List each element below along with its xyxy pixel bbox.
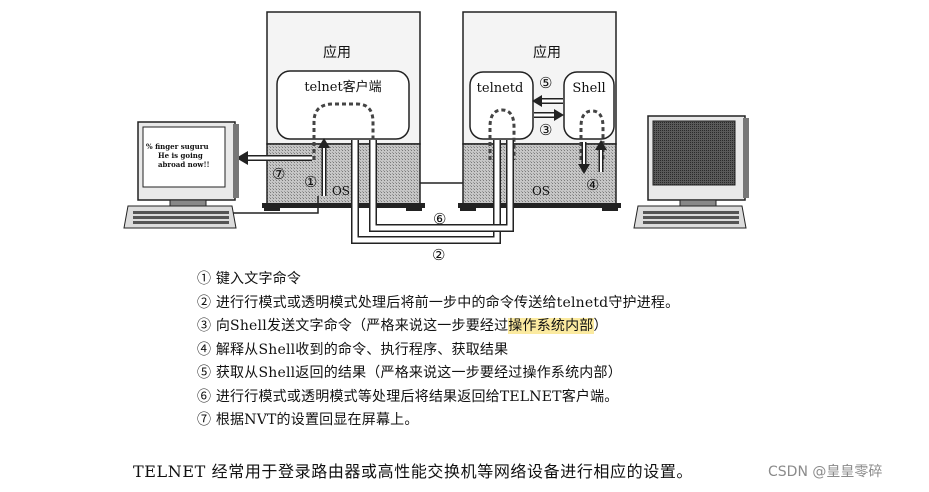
marker-7: ⑦	[272, 165, 285, 183]
marker-2: ②	[432, 246, 445, 264]
step7-arrow	[236, 151, 312, 165]
left-os-label: OS	[332, 184, 350, 198]
right-app-label: 应用	[533, 44, 561, 61]
step2-tube	[351, 140, 501, 244]
step-3: ③ 向Shell发送文字命令（严格来说这一步要经过操作系统内部）	[197, 315, 679, 339]
telnet-flow-diagram: 应用 应用 telnet客户端 telnetd Shell OS OS	[123, 11, 749, 264]
step5-arrow	[532, 95, 563, 107]
step-7: ⑦ 根据NVT的设置回显在屏幕上。	[197, 412, 419, 428]
step-3-end: ）	[593, 318, 608, 334]
right-terminal	[633, 115, 749, 229]
screen-line-1: % finger suguru	[146, 142, 209, 151]
step-6: ⑥ 进行行模式或透明模式等处理后将结果返回给TELNET客户端。	[197, 388, 619, 405]
step-3-text: ③ 向Shell发送文字命令（严格来说这一步要经过	[197, 318, 509, 334]
step-1: ① 键入文字命令	[197, 271, 302, 287]
keyboard-cable	[230, 196, 319, 214]
step-3-highlight: 操作系统内部	[508, 318, 594, 334]
watermark: CSDN @皇皇零碎	[768, 464, 883, 480]
telnet-client-label: telnet客户端	[304, 79, 381, 95]
marker-3: ③	[539, 121, 552, 139]
step-2: ② 进行行模式或透明模式处理后将前一步中的命令传送给telnetd守护进程。	[197, 294, 680, 311]
marker-1: ①	[304, 173, 317, 191]
step6-tube	[369, 140, 514, 232]
screen-line-2: He is going	[158, 151, 203, 160]
client-dotted-path	[312, 102, 375, 160]
shell-label: Shell	[572, 81, 605, 96]
step-4: ④ 解释从Shell收到的命令、执行程序、获取结果	[197, 341, 509, 358]
marker-6: ⑥	[433, 210, 446, 228]
telnetd-box	[469, 71, 534, 140]
screen-line-3: abroad now!!	[158, 160, 210, 169]
step-5: ⑤ 获取从Shell返回的结果（严格来说这一步要经过操作系统内部）	[197, 365, 622, 381]
shell-dotted-path	[579, 109, 605, 160]
step4-arrows	[578, 140, 607, 174]
step1-arrow	[318, 138, 330, 196]
steps-list: ① 键入文字命令 ② 进行行模式或透明模式处理后将前一步中的命令传送给telne…	[197, 268, 679, 433]
left-terminal	[123, 121, 239, 229]
marker-5: ⑤	[539, 74, 552, 92]
left-app-label: 应用	[323, 44, 351, 61]
right-os-label: OS	[532, 184, 550, 198]
footer-text: TELNET 经常用于登录路由器或高性能交换机等网络设备进行相应的设置。	[133, 462, 694, 481]
telnetd-dotted-path	[488, 108, 516, 160]
marker-4: ④	[586, 176, 599, 194]
step3-arrow	[534, 109, 564, 121]
telnetd-label: telnetd	[477, 81, 524, 96]
